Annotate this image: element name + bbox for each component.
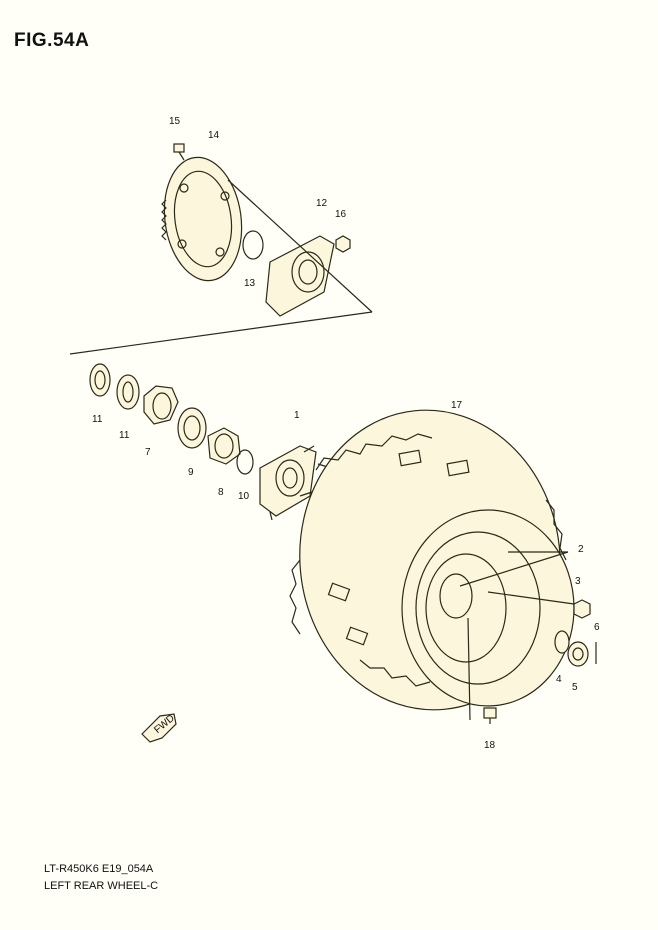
valve-part <box>483 707 497 724</box>
callout-18: 18 <box>484 740 496 751</box>
wheel-nut-part <box>573 599 591 619</box>
figure-caption: LEFT REAR WHEEL-C <box>44 880 159 892</box>
callout-14: 14 <box>208 130 220 141</box>
callout-13: 13 <box>244 278 256 289</box>
callout-6: 6 <box>594 622 600 633</box>
figure-title: FIG.54A <box>14 30 90 51</box>
sprocket-part <box>161 156 243 282</box>
callout-17: 17 <box>451 400 463 411</box>
tire-and-wheel-part <box>289 409 575 711</box>
washer-part-b <box>116 374 140 410</box>
flange-nut-part <box>207 427 241 465</box>
callout-8: 8 <box>218 487 224 498</box>
callout-3: 3 <box>575 576 581 587</box>
callout-15: 15 <box>169 116 181 127</box>
callout-7: 7 <box>145 447 151 458</box>
cap-nut-part <box>567 641 589 667</box>
callout-9: 9 <box>188 467 194 478</box>
bolt-part <box>173 143 185 161</box>
callout-5: 5 <box>572 682 578 693</box>
bearing-part <box>177 407 207 449</box>
o-ring-part <box>242 230 264 260</box>
snap-ring-part <box>236 449 254 475</box>
fwd-arrow-icon: FWD <box>141 713 177 743</box>
wheel-washer-part <box>554 630 570 654</box>
callout-16: 16 <box>335 209 347 220</box>
callout-2: 2 <box>578 544 584 555</box>
callout-11a: 11 <box>92 414 103 425</box>
callout-4: 4 <box>556 674 562 685</box>
callout-12: 12 <box>316 198 328 209</box>
washer-part-a <box>89 363 111 397</box>
sprocket-hub-part <box>265 235 335 317</box>
nut-part <box>335 235 351 253</box>
lock-nut-part <box>143 385 179 425</box>
callout-1: 1 <box>294 410 300 421</box>
callout-10: 10 <box>238 491 250 502</box>
drawing-code: LT-R450K6 E19_054A <box>44 863 154 875</box>
wheel-hub-part <box>259 445 317 521</box>
callout-11b: 11 <box>119 430 130 441</box>
